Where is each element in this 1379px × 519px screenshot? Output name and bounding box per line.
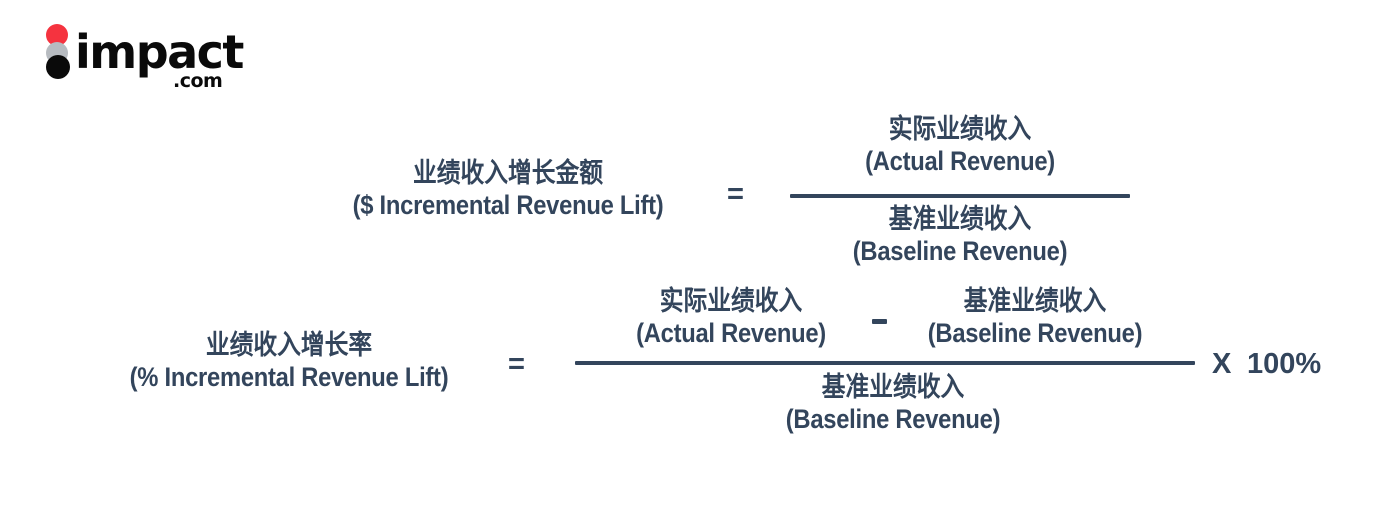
- formula2-numerator-right-cn: 基准业绩收入: [963, 286, 1107, 316]
- formula2-label-cn: 业绩收入增长率: [205, 330, 373, 360]
- formula2-multiplier-value: 100%: [1247, 348, 1322, 380]
- logo-tld: .com: [173, 70, 223, 92]
- logo-dot-black-icon: [46, 55, 70, 79]
- formula1-numerator-cn: 实际业绩收入: [888, 114, 1032, 144]
- formula1-denominator-cn: 基准业绩收入: [888, 204, 1032, 234]
- formula1-fraction-bar: [790, 194, 1130, 198]
- impact-logo: impact .com: [44, 22, 244, 92]
- formula1-label-cn: 业绩收入增长金额: [412, 158, 604, 188]
- formula1-label-en: ($ Incremental Revenue Lift): [352, 190, 664, 220]
- formula1-denominator-en: (Baseline Revenue): [852, 236, 1068, 266]
- formula2-equals-sign: =: [508, 348, 525, 380]
- formula1-numerator-en: (Actual Revenue): [865, 146, 1055, 176]
- formula2-numerator-left-en: (Actual Revenue): [636, 318, 826, 348]
- formula2-numerator-left-cn: 实际业绩收入: [659, 286, 803, 316]
- formula2-minus-sign: [872, 319, 887, 324]
- formula2-fraction-bar: [575, 361, 1195, 365]
- formula2-label-en: (% Incremental Revenue Lift): [129, 362, 449, 392]
- formula2-denominator-en: (Baseline Revenue): [785, 404, 1001, 434]
- formula2-denominator-cn: 基准业绩收入: [821, 372, 965, 402]
- logo-dot-red-icon: [46, 24, 68, 46]
- formula2-numerator-right-en: (Baseline Revenue): [927, 318, 1143, 348]
- logo-wordmark: impact: [75, 25, 244, 79]
- formula2-multiply-operator: X: [1212, 348, 1232, 380]
- formula1-equals-sign: =: [727, 178, 744, 210]
